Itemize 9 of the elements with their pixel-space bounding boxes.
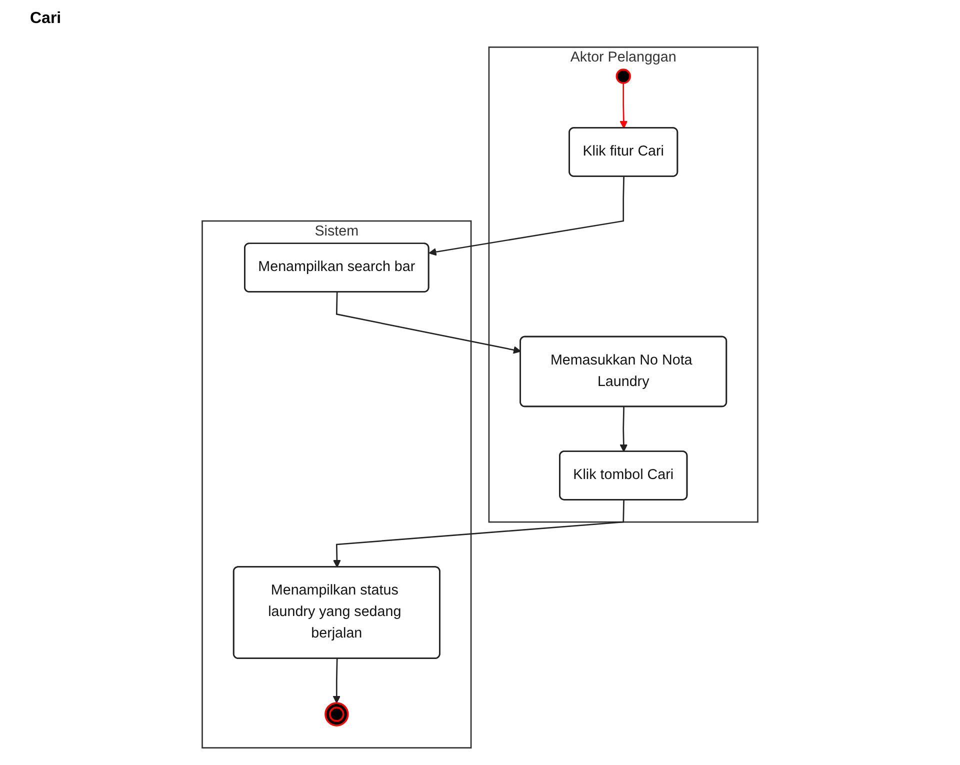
node-bullseye: [324, 702, 349, 726]
arrow: [332, 658, 341, 704]
arrow: [336, 292, 522, 354]
arrow: [333, 500, 624, 568]
node-circle: [616, 68, 631, 84]
arrow: [428, 176, 624, 256]
diagram-title: Cari: [30, 10, 62, 28]
arrow: [620, 406, 628, 452]
arrow: [620, 83, 628, 129]
